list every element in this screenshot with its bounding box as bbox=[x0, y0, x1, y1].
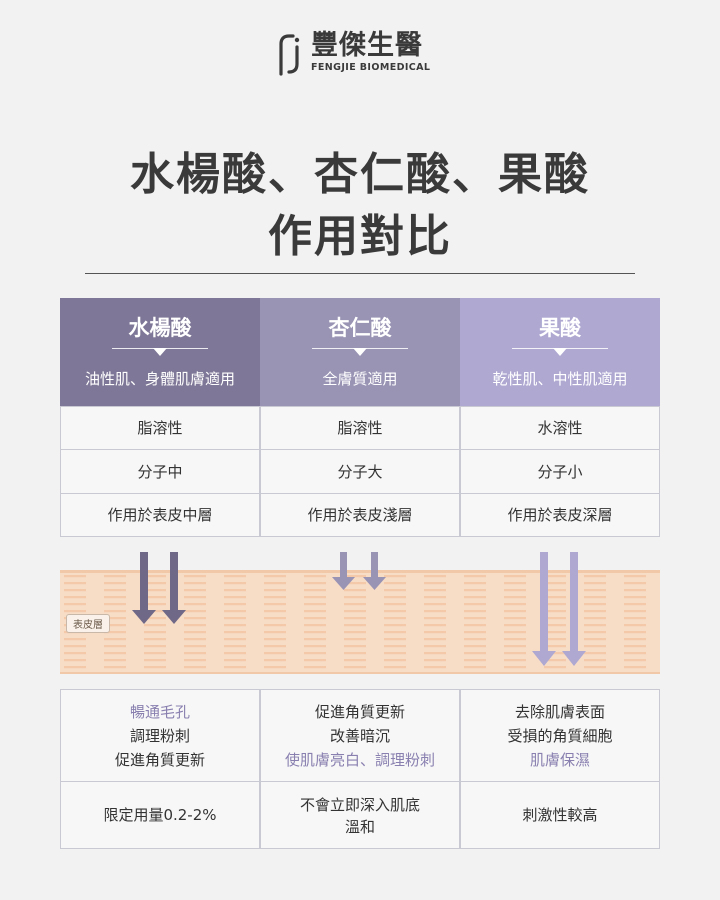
effect-text: 促進角質更新 bbox=[114, 750, 205, 769]
skin-layer-illustration bbox=[60, 570, 660, 674]
solubility-cell: 脂溶性 bbox=[60, 406, 260, 450]
brand-name-cn: 豐傑生醫 bbox=[311, 30, 423, 61]
depth-cell: 作用於表皮淺層 bbox=[260, 493, 460, 537]
effect-text: 去除肌膚表面 bbox=[514, 702, 605, 721]
acid-name: 水楊酸 bbox=[128, 316, 192, 340]
effect-text: 改善暗沉 bbox=[329, 726, 390, 745]
skin-layer-label: 表皮層 bbox=[66, 614, 110, 633]
column-header-salicylic: 水楊酸 油性肌、身體肌膚適用 bbox=[60, 298, 260, 406]
triangle-down-icon bbox=[553, 348, 567, 356]
molecule-size-cell: 分子中 bbox=[60, 449, 260, 494]
skin-texture bbox=[60, 573, 660, 672]
effect-text: 受損的角質細胞 bbox=[507, 726, 613, 745]
note-text: 刺激性較高 bbox=[522, 806, 598, 824]
page-title-line2: 作用對比 bbox=[268, 211, 452, 262]
skin-type: 乾性肌、中性肌適用 bbox=[492, 370, 628, 388]
note-cell-mandelic: 不會立即深入肌底 溫和 bbox=[260, 781, 460, 849]
title-divider bbox=[85, 273, 635, 274]
note-text: 限定用量0.2-2% bbox=[103, 806, 217, 824]
effects-cell-mandelic: 促進角質更新 改善暗沉 使肌膚亮白、調理粉刺 bbox=[260, 689, 460, 782]
column-header-mandelic: 杏仁酸 全膚質適用 bbox=[260, 298, 460, 406]
brand-name-en: FENGJIE BIOMEDICAL bbox=[311, 62, 431, 73]
note-cell-aha: 刺激性較高 bbox=[460, 781, 660, 849]
solubility-cell: 水溶性 bbox=[460, 406, 660, 450]
triangle-down-icon bbox=[353, 348, 367, 356]
note-text: 溫和 bbox=[344, 818, 375, 836]
effects-cell-aha: 去除肌膚表面 受損的角質細胞 肌膚保濕 bbox=[460, 689, 660, 782]
acid-name: 果酸 bbox=[539, 316, 581, 340]
effect-text: 肌膚保濕 bbox=[529, 750, 590, 769]
fj-logo-icon bbox=[279, 34, 300, 76]
effects-cell-salicylic: 暢通毛孔 調理粉刺 促進角質更新 bbox=[60, 689, 260, 782]
effect-text: 促進角質更新 bbox=[314, 702, 405, 721]
effect-text: 調理粉刺 bbox=[129, 726, 190, 745]
acid-name: 杏仁酸 bbox=[328, 316, 392, 340]
molecule-size-cell: 分子小 bbox=[460, 449, 660, 494]
solubility-cell: 脂溶性 bbox=[260, 406, 460, 450]
molecule-size-cell: 分子大 bbox=[260, 449, 460, 494]
effect-text: 使肌膚亮白、調理粉刺 bbox=[284, 750, 435, 769]
effect-text: 暢通毛孔 bbox=[129, 702, 190, 721]
depth-cell: 作用於表皮中層 bbox=[60, 493, 260, 537]
column-header-aha: 果酸 乾性肌、中性肌適用 bbox=[460, 298, 660, 406]
page-title-line1: 水楊酸、杏仁酸、果酸 bbox=[130, 149, 590, 200]
note-text: 不會立即深入肌底 bbox=[299, 796, 420, 814]
depth-cell: 作用於表皮深層 bbox=[460, 493, 660, 537]
triangle-down-icon bbox=[153, 348, 167, 356]
skin-type: 油性肌、身體肌膚適用 bbox=[84, 370, 235, 388]
brand-logo: 豐傑生醫 FENGJIE BIOMEDICAL bbox=[277, 27, 457, 79]
skin-type: 全膚質適用 bbox=[322, 370, 398, 388]
note-cell-salicylic: 限定用量0.2-2% bbox=[60, 781, 260, 849]
